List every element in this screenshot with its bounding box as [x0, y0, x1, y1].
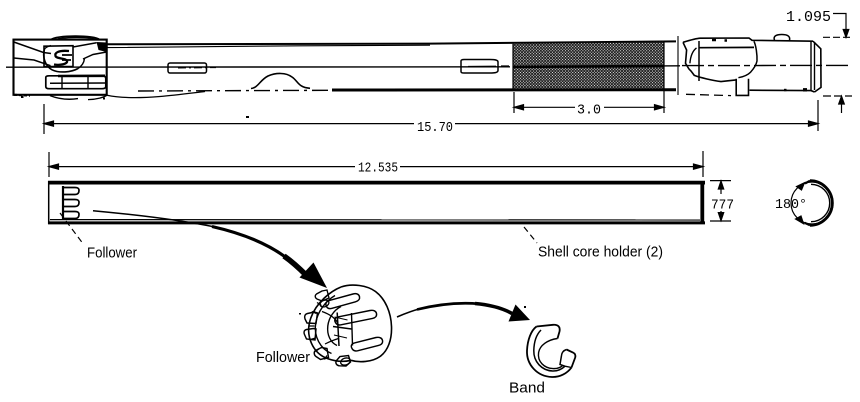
svg-text:Follower: Follower: [87, 246, 137, 262]
svg-text:Follower: Follower: [256, 349, 310, 366]
svg-text:15.70: 15.70: [417, 120, 453, 136]
svg-text:Shell core holder (2): Shell core holder (2): [538, 245, 663, 261]
svg-text:180°: 180°: [775, 197, 807, 213]
svg-text:3.0: 3.0: [577, 103, 601, 119]
svg-text:777: 777: [711, 198, 734, 214]
svg-text:Band: Band: [509, 380, 545, 397]
svg-text:12.535: 12.535: [358, 161, 398, 177]
svg-text:1.095: 1.095: [786, 9, 831, 26]
